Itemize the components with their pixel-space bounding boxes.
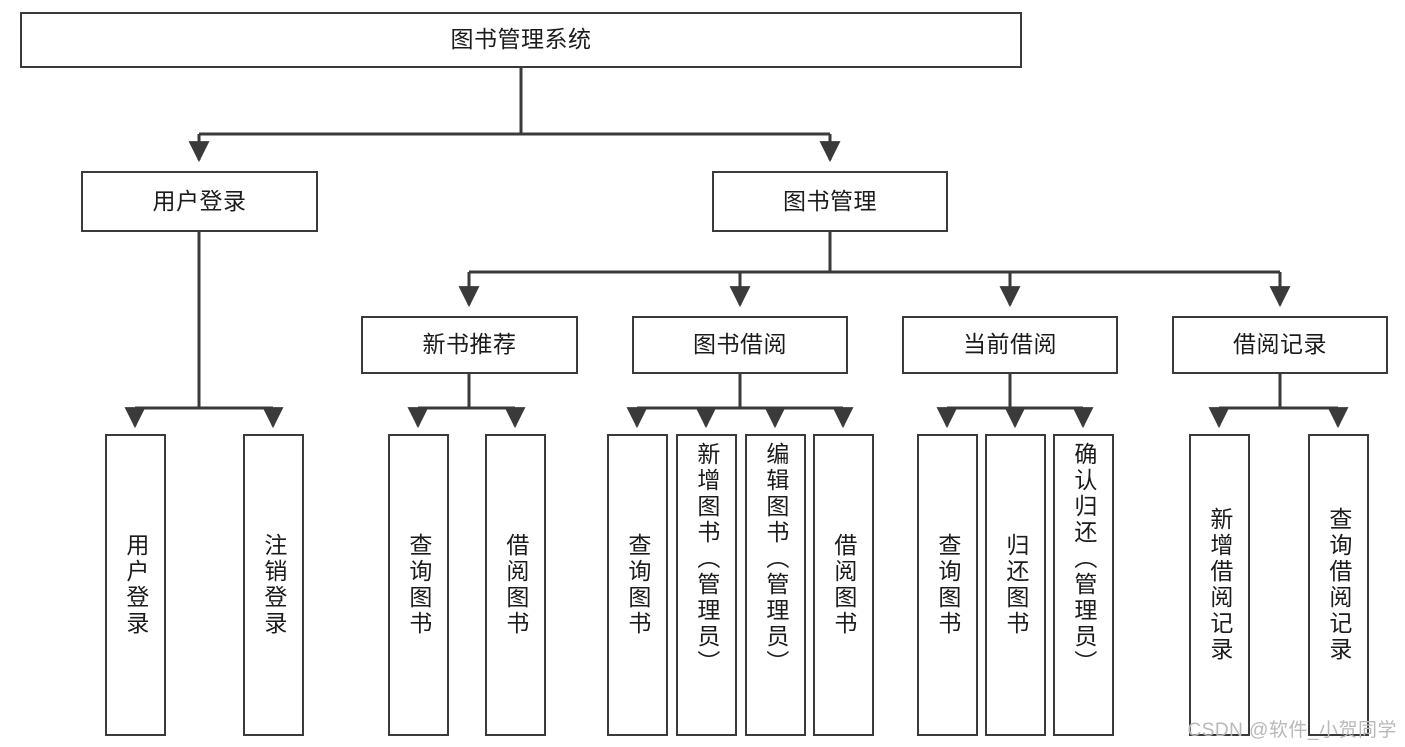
leaf-user-login[interactable]: 用户登录 — [105, 434, 166, 736]
leaf-query-book-newbook-label: 查询图书 — [405, 533, 432, 637]
node-user-login[interactable]: 用户登录 — [81, 171, 318, 232]
node-book-management[interactable]: 图书管理 — [712, 171, 948, 232]
node-new-book-recommend[interactable]: 新书推荐 — [361, 316, 578, 374]
csdn-watermark: CSDN @软件_小贺同学 — [1187, 720, 1397, 741]
leaf-query-book-borrow-label: 查询图书 — [624, 533, 651, 637]
leaf-logout-label: 注销登录 — [260, 533, 287, 637]
node-current-borrow-label: 当前借阅 — [963, 331, 1057, 358]
node-new-book-recommend-label: 新书推荐 — [422, 331, 517, 358]
leaf-borrow-book-newbook-label: 借阅图书 — [502, 533, 529, 637]
leaf-borrow-book[interactable]: 借阅图书 — [813, 434, 874, 736]
node-book-borrow[interactable]: 图书借阅 — [632, 316, 848, 374]
node-borrow-record[interactable]: 借阅记录 — [1172, 316, 1388, 374]
leaf-add-book-admin-label: 新增图书（管理员） — [693, 442, 720, 676]
leaf-query-book-newbook[interactable]: 查询图书 — [388, 434, 449, 736]
node-borrow-record-label: 借阅记录 — [1233, 331, 1327, 358]
leaf-logout[interactable]: 注销登录 — [243, 434, 304, 736]
node-book-borrow-label: 图书借阅 — [693, 331, 787, 358]
leaf-query-borrow-record-label: 查询借阅记录 — [1325, 507, 1352, 663]
leaf-confirm-return-admin-label: 确认归还（管理员） — [1070, 442, 1097, 676]
leaf-return-book-label: 归还图书 — [1002, 533, 1029, 637]
leaf-confirm-return-admin[interactable]: 确认归还（管理员） — [1053, 434, 1114, 736]
leaf-add-borrow-record[interactable]: 新增借阅记录 — [1189, 434, 1250, 736]
node-root[interactable]: 图书管理系统 — [20, 12, 1022, 68]
leaf-user-login-label: 用户登录 — [122, 533, 149, 637]
node-user-login-label: 用户登录 — [152, 187, 247, 214]
leaf-edit-book-admin-label: 编辑图书（管理员） — [762, 442, 789, 676]
leaf-query-book-current-label: 查询图书 — [934, 533, 961, 637]
leaf-add-borrow-record-label: 新增借阅记录 — [1206, 507, 1233, 663]
leaf-query-book-current[interactable]: 查询图书 — [917, 434, 978, 736]
leaf-borrow-book-label: 借阅图书 — [830, 533, 857, 637]
leaf-edit-book-admin[interactable]: 编辑图书（管理员） — [745, 434, 806, 736]
leaf-add-book-admin[interactable]: 新增图书（管理员） — [676, 434, 737, 736]
node-root-label: 图书管理系统 — [450, 26, 592, 53]
node-current-borrow[interactable]: 当前借阅 — [902, 316, 1118, 374]
node-book-management-label: 图书管理 — [783, 187, 877, 214]
leaf-query-book-borrow[interactable]: 查询图书 — [607, 434, 668, 736]
leaf-query-borrow-record[interactable]: 查询借阅记录 — [1308, 434, 1369, 736]
leaf-borrow-book-newbook[interactable]: 借阅图书 — [485, 434, 546, 736]
leaf-return-book[interactable]: 归还图书 — [985, 434, 1046, 736]
